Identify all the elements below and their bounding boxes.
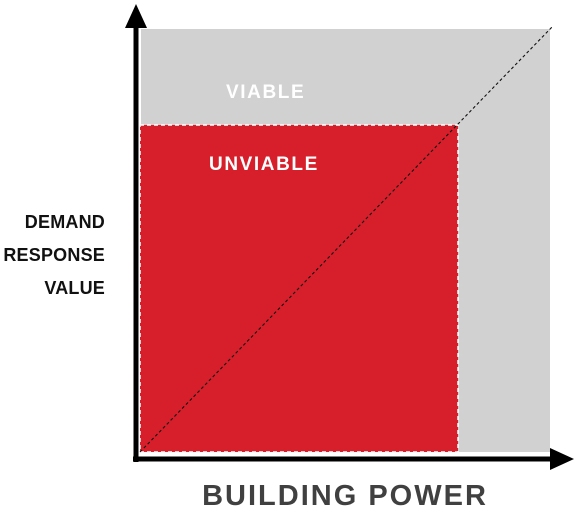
y-axis-label-line: VALUE: [44, 278, 105, 298]
y-axis-label: DEMAND RESPONSE VALUE: [3, 206, 105, 305]
y-axis-label-line: DEMAND: [24, 212, 105, 232]
y-axis-arrowhead: [125, 4, 147, 28]
x-axis-label: BUILDING POWER: [202, 480, 488, 512]
x-axis-arrowhead: [550, 448, 574, 470]
viable-label: VIABLE: [226, 82, 306, 103]
y-axis-label-line: RESPONSE: [3, 245, 105, 265]
unviable-label: UNVIABLE: [209, 154, 319, 175]
